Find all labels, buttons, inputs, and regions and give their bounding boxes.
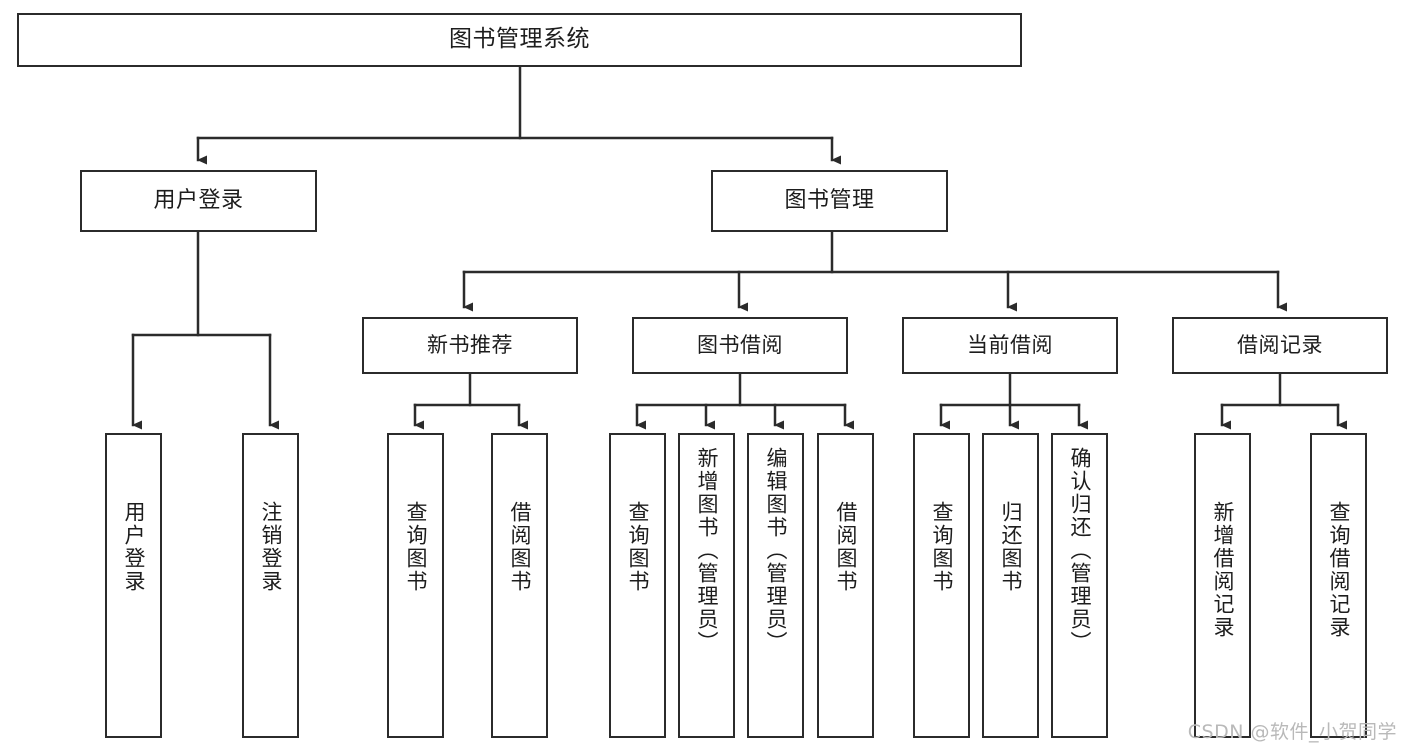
node-leaf-query-book-borrow[interactable]: 查询图书 — [609, 433, 666, 738]
node-label: 查询图书 — [626, 501, 650, 593]
node-borrow-record[interactable]: 借阅记录 — [1172, 317, 1388, 374]
node-book-management[interactable]: 图书管理 — [711, 170, 948, 232]
node-label: 查询借阅记录 — [1327, 501, 1351, 639]
node-leaf-query-book-current[interactable]: 查询图书 — [913, 433, 970, 738]
node-label: 查询图书 — [930, 501, 954, 593]
node-leaf-logout[interactable]: 注销登录 — [242, 433, 299, 738]
node-label: 借阅记录 — [1237, 333, 1323, 358]
node-new-book-recommendation[interactable]: 新书推荐 — [362, 317, 578, 374]
node-label: 图书管理系统 — [449, 26, 590, 53]
node-leaf-add-borrow-record[interactable]: 新增借阅记录 — [1194, 433, 1251, 738]
node-label: 新书推荐 — [427, 333, 513, 358]
node-book-borrow[interactable]: 图书借阅 — [632, 317, 848, 374]
node-leaf-borrow-book-newbook[interactable]: 借阅图书 — [491, 433, 548, 738]
node-leaf-add-book-admin[interactable]: 新增图书（管理员） — [678, 433, 735, 738]
node-leaf-return-book[interactable]: 归还图书 — [982, 433, 1039, 738]
node-leaf-query-borrow-record[interactable]: 查询借阅记录 — [1310, 433, 1367, 738]
node-label: 注销登录 — [259, 501, 283, 593]
node-label: 确认归还（管理员） — [1068, 447, 1092, 654]
node-label: 借阅图书 — [508, 501, 532, 593]
node-leaf-user-login[interactable]: 用户登录 — [105, 433, 162, 738]
node-leaf-edit-book-admin[interactable]: 编辑图书（管理员） — [747, 433, 804, 738]
node-label: 图书管理 — [784, 188, 875, 214]
node-leaf-query-book-newbook[interactable]: 查询图书 — [387, 433, 444, 738]
node-label: 图书借阅 — [697, 333, 783, 358]
node-leaf-confirm-return-admin[interactable]: 确认归还（管理员） — [1051, 433, 1108, 738]
watermark-text: CSDN @软件_小贺同学 — [1187, 721, 1397, 743]
node-label: 用户登录 — [122, 501, 146, 593]
node-label: 归还图书 — [999, 501, 1023, 593]
node-label: 编辑图书（管理员） — [764, 447, 788, 654]
node-root-book-management-system[interactable]: 图书管理系统 — [17, 13, 1022, 67]
node-label: 借阅图书 — [834, 501, 858, 593]
node-label: 新增图书（管理员） — [695, 447, 719, 654]
node-current-borrow[interactable]: 当前借阅 — [902, 317, 1118, 374]
node-label: 当前借阅 — [967, 333, 1053, 358]
node-leaf-borrow-book[interactable]: 借阅图书 — [817, 433, 874, 738]
node-user-login[interactable]: 用户登录 — [80, 170, 317, 232]
node-label: 用户登录 — [153, 188, 244, 214]
node-label: 查询图书 — [404, 501, 428, 593]
node-label: 新增借阅记录 — [1211, 501, 1235, 639]
